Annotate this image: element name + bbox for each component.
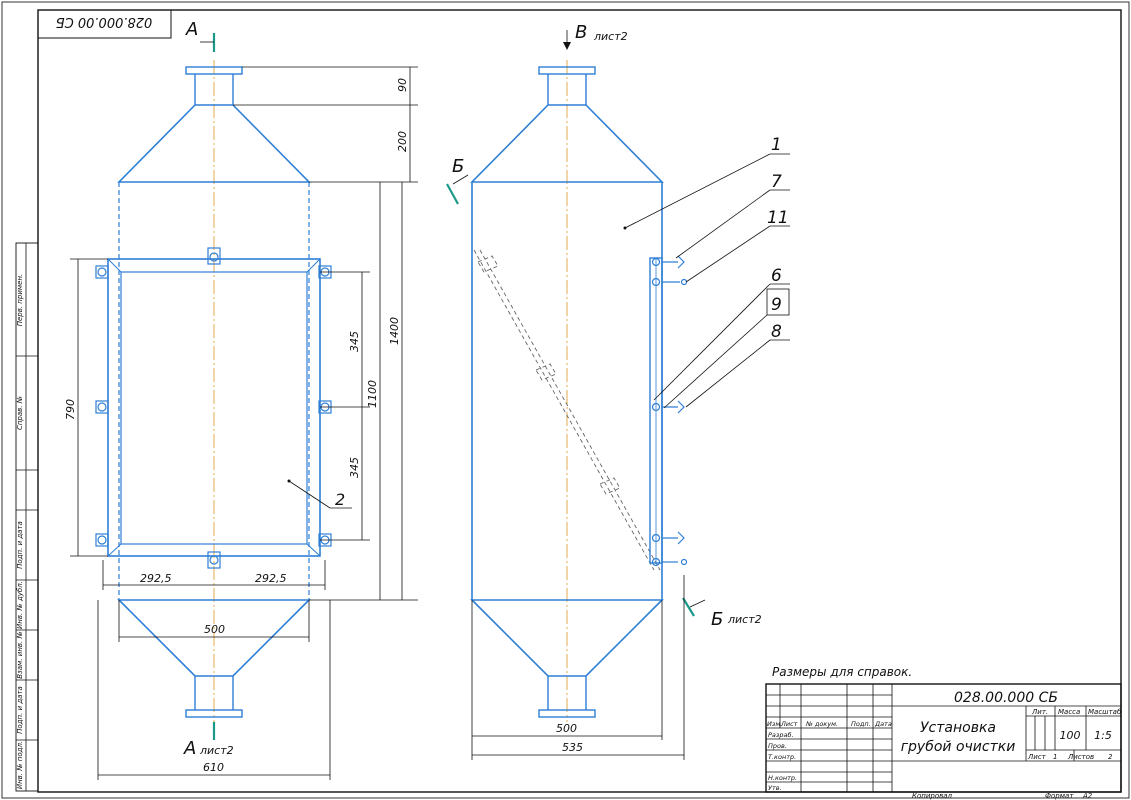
front-top-flange bbox=[185, 66, 243, 75]
tb-col-podp: Подп. bbox=[851, 720, 871, 728]
side-bottom-flange bbox=[538, 709, 596, 718]
tb-row-razrab: Разраб. bbox=[768, 731, 794, 739]
front-hatch-frame-inner bbox=[120, 271, 308, 545]
callout-7: 7 bbox=[771, 172, 782, 192]
tb-col-list: Лист bbox=[780, 720, 798, 728]
side-hidden-mesh bbox=[473, 249, 661, 571]
callout-6: 6 bbox=[771, 266, 782, 286]
strip-perv-primen: Перв. примен. bbox=[16, 274, 24, 327]
tb-name-line1: Установка bbox=[920, 720, 996, 736]
tb-copied: Копировал bbox=[912, 792, 953, 800]
section-b-right-label: Б bbox=[711, 609, 723, 630]
section-b-right-mark bbox=[682, 597, 695, 617]
side-strip: Перв. примен. Справ. № Подп. и дата Инв.… bbox=[15, 242, 39, 792]
dim-292-5-left: 292,5 bbox=[140, 572, 172, 585]
dim-500-side: 500 bbox=[556, 722, 577, 735]
title-block: 028.00.000 СБ Установка грубой очистки И… bbox=[765, 683, 1122, 800]
dim-200: 200 bbox=[396, 131, 409, 152]
note-reference-dims: Размеры для справок. bbox=[772, 665, 912, 679]
callout-1: 1 bbox=[771, 135, 782, 155]
drawing-frame bbox=[37, 9, 1122, 793]
dim-790: 790 bbox=[64, 399, 77, 420]
tb-list-label: Лист bbox=[1027, 753, 1047, 761]
dim-292-5-right: 292,5 bbox=[255, 572, 287, 585]
front-bottom-flange bbox=[185, 709, 243, 718]
strip-inv-dubl: Инв. № дубл. bbox=[16, 581, 24, 629]
tb-col-izm: Изм. bbox=[767, 720, 782, 728]
side-wing-nuts bbox=[651, 255, 688, 567]
callout-9: 9 bbox=[771, 295, 782, 315]
section-v-label: В bbox=[575, 22, 587, 43]
front-right-dims bbox=[233, 66, 418, 601]
side-top-flange bbox=[538, 66, 596, 75]
strip-inv-podl: Инв. № подл. bbox=[16, 741, 24, 789]
strip-vzam-inv: Взам. инв. № bbox=[16, 631, 24, 679]
tb-massa-label: Масса bbox=[1058, 708, 1080, 716]
dim-90: 90 bbox=[396, 78, 409, 92]
tb-masshtab-label: Масштаб bbox=[1088, 708, 1122, 716]
dim-1100: 1100 bbox=[366, 380, 379, 408]
dim-345-bottom: 345 bbox=[348, 457, 361, 478]
tb-masshtab-value: 1:5 bbox=[1094, 729, 1112, 742]
tb-name-line2: грубой очистки bbox=[901, 739, 1016, 755]
callout-2: 2 bbox=[335, 490, 345, 509]
section-a-bottom-sheet: лист2 bbox=[199, 744, 234, 757]
dim-345-top: 345 bbox=[348, 331, 361, 352]
tb-format-value: А2 bbox=[1082, 792, 1093, 800]
side-view: 1 7 11 6 9 8 В лист2 Б Б лист2 500 535 bbox=[446, 22, 790, 760]
section-a-top-label: А bbox=[185, 19, 198, 40]
callout-11: 11 bbox=[767, 208, 789, 228]
side-leaders bbox=[624, 153, 790, 409]
front-view: А А лист2 90 200 1400 345 345 1100 bbox=[64, 19, 418, 780]
section-a-bottom-label: А bbox=[183, 738, 196, 759]
tb-listov-label: Листов bbox=[1067, 753, 1094, 761]
strip-podp-data-1: Подп. и дата bbox=[16, 521, 24, 569]
tb-col-ndokum: № докум. bbox=[805, 720, 838, 728]
dim-535: 535 bbox=[562, 741, 583, 754]
tb-lit-label: Лит. bbox=[1031, 708, 1048, 716]
tb-row-prov: Пров. bbox=[768, 742, 787, 750]
tb-row-nkontr: Н.контр. bbox=[768, 774, 797, 782]
stamp-code: 028.000.00 СБ bbox=[56, 14, 153, 29]
front-inner-dims bbox=[320, 182, 381, 600]
dim-610: 610 bbox=[203, 761, 224, 774]
callout-8: 8 bbox=[771, 322, 782, 342]
tb-format-label: Формат bbox=[1045, 792, 1074, 800]
front-bottom-dims bbox=[97, 560, 331, 780]
section-b-left-mark bbox=[446, 183, 459, 205]
strip-sprav-no: Справ. № bbox=[16, 396, 24, 430]
tb-massa-value: 100 bbox=[1060, 729, 1081, 742]
strip-podp-data-2: Подп. и дата bbox=[16, 686, 24, 734]
section-b-left-label: Б bbox=[452, 156, 464, 177]
tb-row-utv: Утв. bbox=[768, 784, 782, 792]
front-left-dims bbox=[70, 258, 108, 557]
tb-list-value: 1 bbox=[1053, 753, 1057, 761]
side-bottom-dims bbox=[471, 575, 685, 760]
tb-designation: 028.00.000 СБ bbox=[954, 690, 1058, 706]
stamp-box: 028.000.00 СБ bbox=[37, 9, 172, 39]
front-clamps bbox=[95, 247, 332, 569]
section-b-right-sheet: лист2 bbox=[727, 613, 762, 626]
tb-listov-value: 2 bbox=[1108, 753, 1113, 761]
tb-row-tkontr: Т.контр. bbox=[768, 753, 796, 761]
dim-500-front: 500 bbox=[204, 623, 225, 636]
section-v-sheet: лист2 bbox=[593, 30, 628, 43]
dim-1400: 1400 bbox=[388, 317, 401, 345]
tb-col-data: Дата bbox=[874, 720, 892, 728]
